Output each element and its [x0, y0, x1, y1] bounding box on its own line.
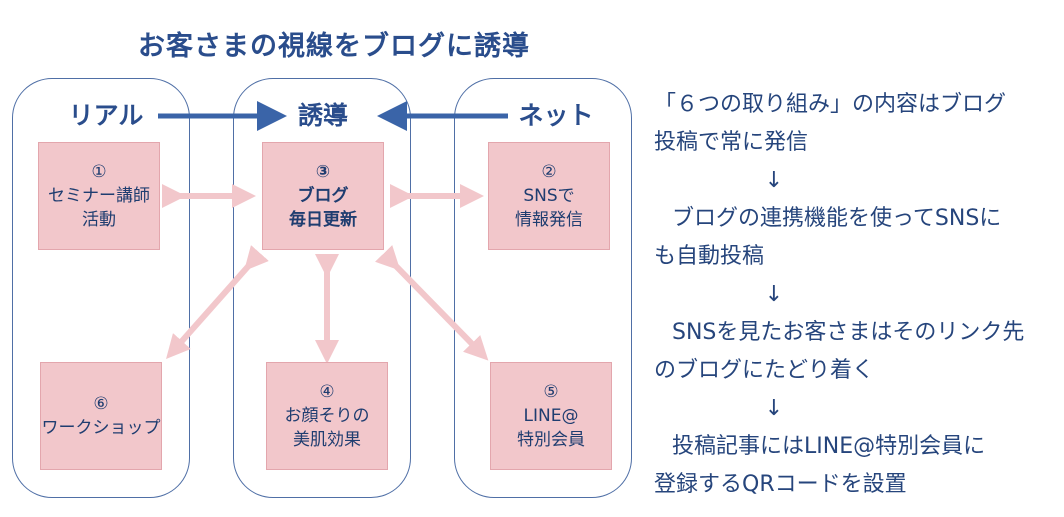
step-3-line2: のブログにたどり着く: [654, 358, 875, 383]
box-line-line1: LINE@: [523, 406, 579, 426]
box-line: ⑤ LINE@ 特別会員: [490, 362, 612, 470]
box-blog: ③ ブログ 毎日更新: [262, 142, 384, 250]
box-shave-line1: お顔そりの: [284, 406, 370, 426]
box-shave: ④ お顔そりの 美肌効果: [266, 362, 388, 470]
box-sns-num: ②: [541, 162, 557, 182]
box-shave-line2: 美肌効果: [293, 430, 361, 450]
column-net-heading: ネット: [518, 101, 594, 130]
box-sns-line1: SNSで: [523, 186, 575, 206]
step-1-line1: 「６つの取り組み」の内容はブログ: [654, 92, 1007, 117]
box-seminar-line1: セミナー講師: [48, 186, 150, 206]
step-3-line1: SNSを見たお客さまはそのリンク先: [672, 320, 1025, 345]
step-1-line2: 投稿で常に発信: [654, 130, 809, 155]
step-2-line1: ブログの連携機能を使ってSNSに: [672, 206, 1002, 231]
box-seminar: ① セミナー講師 活動: [38, 142, 160, 250]
box-line-line2: 特別会員: [517, 430, 585, 450]
box-blog-num: ③: [315, 162, 331, 182]
arrow-b3-b6: [166, 245, 269, 359]
box-seminar-num: ①: [91, 162, 107, 182]
box-sns-line2: 情報発信: [515, 210, 583, 230]
step-2-line2: も自動投稿: [654, 244, 765, 269]
box-workshop: ⑥ ワークショップ: [40, 362, 162, 470]
step-4-line1: 投稿記事にはLINE@特別会員に: [672, 434, 986, 459]
box-line-num: ⑤: [543, 382, 559, 402]
step-4-line2: 登録するQRコードを設置: [654, 472, 907, 497]
box-workshop-line1: ワークショップ: [41, 418, 161, 438]
box-seminar-line2: 活動: [82, 210, 116, 230]
arrow-b3-b5: [375, 245, 489, 361]
column-guide-heading: 誘導: [297, 101, 348, 130]
down-arrow-1: ↓: [764, 168, 784, 193]
down-arrow-3: ↓: [764, 396, 784, 421]
diagram-title: お客さまの視線をブログに誘導: [138, 31, 530, 62]
steps-text: 「６つの取り組み」の内容はブログ 投稿で常に発信 ↓ ブログの連携機能を使ってS…: [654, 86, 1054, 504]
box-sns: ② SNSで 情報発信: [488, 142, 610, 250]
column-real-heading: リアル: [68, 101, 144, 130]
box-shave-num: ④: [319, 382, 335, 402]
down-arrow-2: ↓: [764, 282, 784, 307]
box-blog-line1: ブログ: [297, 186, 349, 206]
box-workshop-num: ⑥: [93, 394, 109, 414]
box-blog-line2: 毎日更新: [289, 210, 357, 230]
